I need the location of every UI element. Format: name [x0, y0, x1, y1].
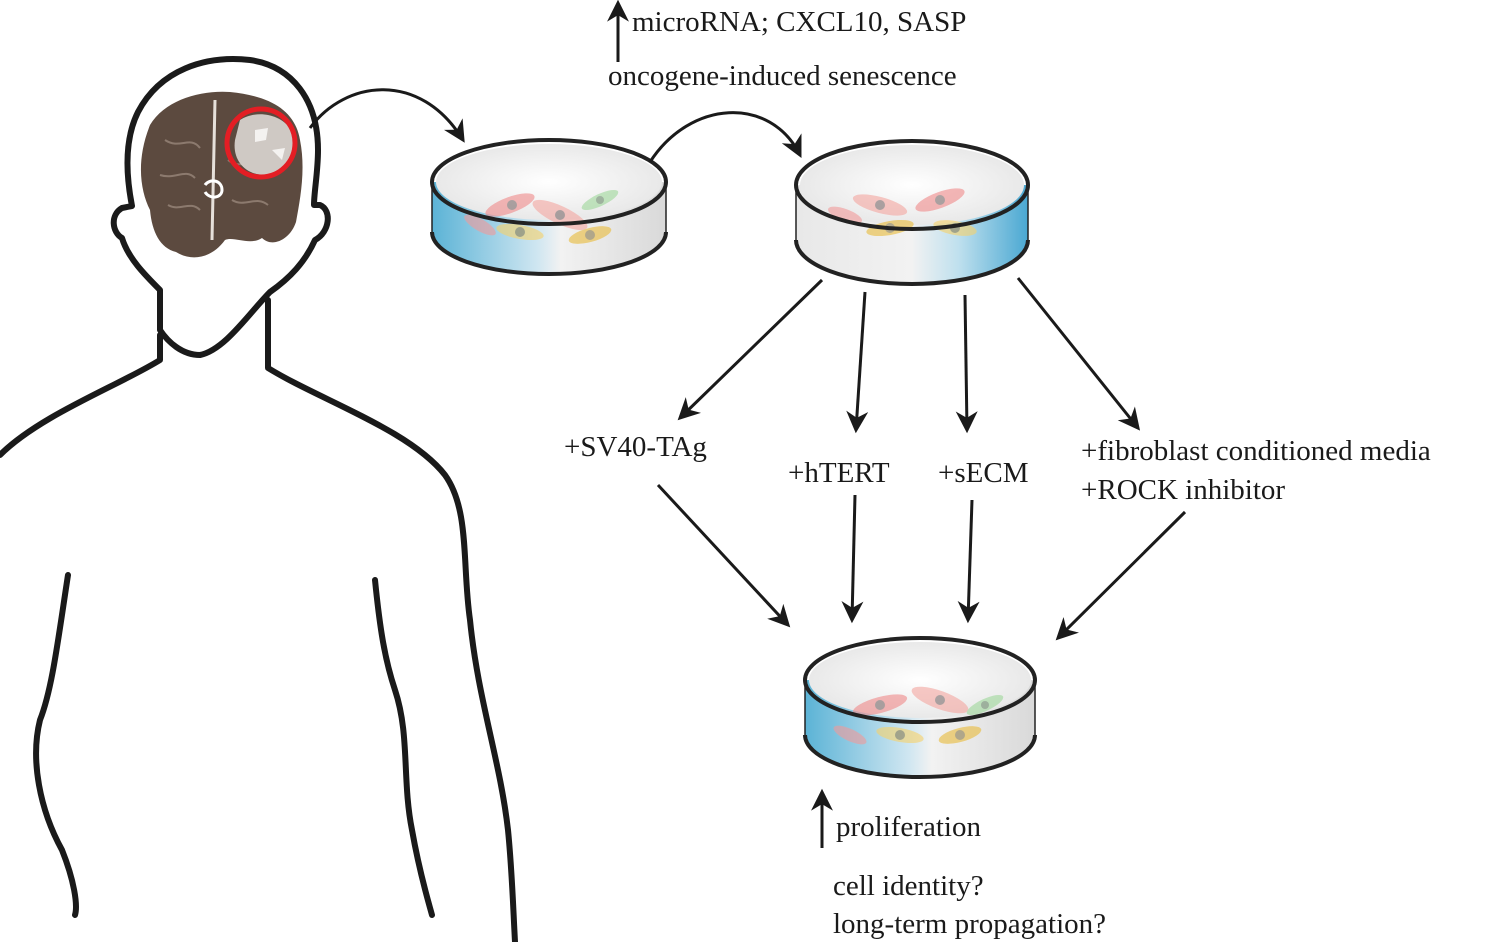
arrow-secm-to-dish3: [957, 499, 980, 624]
petri-dish-1: [430, 138, 668, 276]
proliferation-label: proliferation: [836, 811, 981, 843]
arrow-sv40-to-dish3: [656, 483, 791, 628]
brain-image: [140, 91, 303, 258]
arrow-htert-to-dish3: [841, 494, 864, 624]
tumor-region: [234, 114, 296, 175]
arrow-to-secm: [955, 294, 978, 434]
petri-dish-2: [794, 139, 1030, 286]
arrow-dish1-to-dish2: [648, 111, 802, 163]
torso-outline: [0, 332, 163, 458]
left-arm-line: [33, 572, 79, 918]
tumor-circle: [224, 106, 298, 180]
arrow-brain-to-dish1: [308, 88, 465, 143]
right-arm-line: [372, 577, 435, 918]
cells-1: [464, 189, 619, 244]
arrow-to-sv40: [677, 278, 824, 421]
identity-label: cell identity?: [833, 870, 984, 902]
rock-label: +ROCK inhibitor: [1081, 474, 1286, 506]
sv40-label: +SV40-TAg: [564, 431, 707, 463]
senescence-label: oncogene-induced senescence: [608, 60, 957, 92]
human-silhouette: [0, 56, 518, 942]
up-label: microRNA; CXCL10, SASP: [632, 6, 967, 38]
propagation-label: long-term propagation?: [833, 908, 1106, 940]
arrow-to-fibroblast: [1016, 277, 1141, 431]
arrow-rock-to-dish3: [1055, 510, 1187, 641]
secm-label: +sECM: [938, 457, 1029, 489]
arrow-to-htert: [846, 291, 869, 434]
htert-label: +hTERT: [788, 457, 890, 489]
head-outline: [110, 56, 331, 358]
petri-dish-3: [803, 636, 1037, 779]
fibroblast-label: +fibroblast conditioned media: [1081, 435, 1431, 467]
cells-3: [833, 686, 1004, 745]
